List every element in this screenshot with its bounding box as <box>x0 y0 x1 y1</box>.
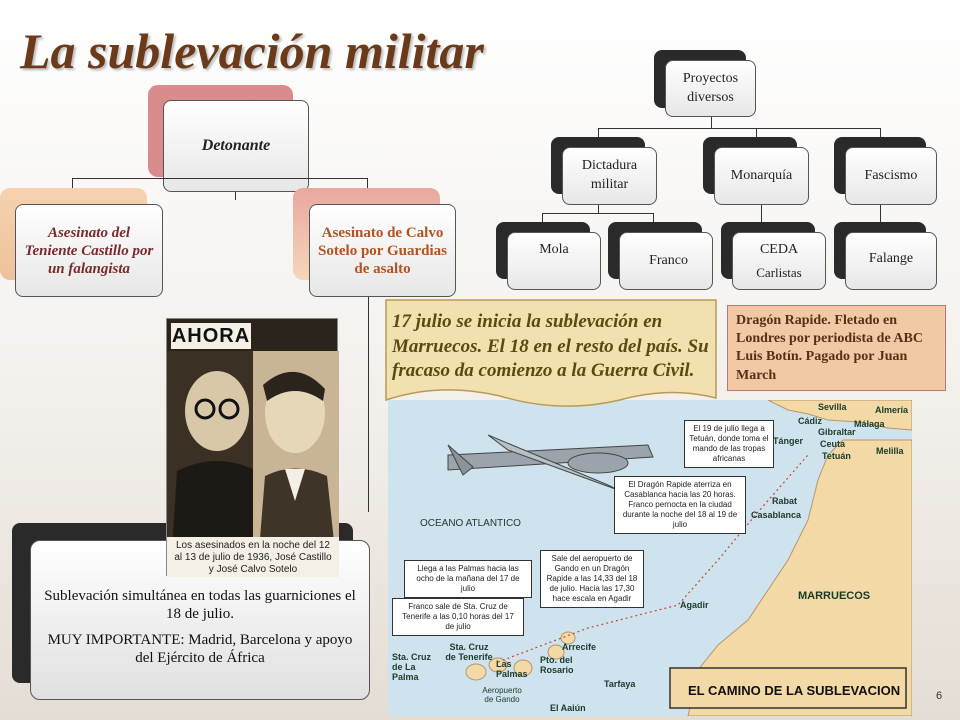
detonante-label: Detonante <box>201 137 271 154</box>
connector <box>367 178 368 188</box>
city-label: Melilla <box>876 446 904 456</box>
island <box>560 631 576 645</box>
island <box>488 657 508 673</box>
historic-photo: AHORA Los asesinados en la noche del 12 … <box>166 318 339 577</box>
map-note: El Dragón Rapide aterriza en Casablanca … <box>614 476 746 534</box>
city-label: Sevilla <box>818 402 847 412</box>
connector <box>880 205 881 223</box>
magazine-logo: AHORA <box>171 323 251 349</box>
africa-land <box>687 439 912 716</box>
connector <box>542 213 543 223</box>
city-label: Agadir <box>680 600 709 610</box>
plan-line-1: Sublevación simultánea en todas las guar… <box>44 588 356 622</box>
map-note: Sale del aeropuerto de Gando en un Dragó… <box>540 550 644 608</box>
city-label: Ceuta <box>820 439 846 449</box>
city-label: Almería <box>875 405 909 415</box>
monarquia-label: Monarquía <box>730 167 793 183</box>
dragon-rapide-note: Dragón Rapide. Fletado en Londres por pe… <box>727 305 946 391</box>
city-label: Tarfaya <box>604 679 636 689</box>
franco-node: Franco <box>619 232 713 290</box>
falange-node: Falange <box>845 232 937 290</box>
city-label: Rabat <box>772 496 798 506</box>
connector <box>542 213 654 214</box>
city-label: Sta. Cruz de La Palma <box>392 652 432 682</box>
city-label: Tetuán <box>822 451 851 461</box>
city-label: Arrecife <box>562 642 597 652</box>
calvo-sotelo-node: Asesinato de Calvo Sotelo por Guardias d… <box>309 204 456 297</box>
ceda-label: CEDA <box>759 241 799 257</box>
fascismo-node: Fascismo <box>845 147 937 205</box>
ceda-node: CEDA Carlistas <box>732 232 826 290</box>
city-label: Cádiz <box>798 416 823 426</box>
map-note: Llega a las Palmas hacia las ocho de la … <box>404 560 532 598</box>
page-number: 6 <box>936 690 943 702</box>
franco-label: Franco <box>649 253 688 269</box>
falange-label: Falange <box>868 251 914 267</box>
monarquia-node: Monarquía <box>714 147 809 205</box>
plan-line-2: MUY IMPORTANTE: Madrid, Barcelona y apoy… <box>47 632 353 666</box>
map-drawing <box>447 400 912 716</box>
city-label: Aeropuerto de Gando <box>482 686 522 704</box>
city-label: Gibraltar <box>818 427 856 437</box>
plane-illustration <box>447 434 654 491</box>
map-title-frame <box>669 667 907 709</box>
region-label: MARRUECOS <box>798 590 871 602</box>
banner-text: 17 julio se inicia la sublevación en Mar… <box>392 311 709 382</box>
connector <box>598 128 881 129</box>
fascismo-label: Fascismo <box>864 167 918 183</box>
city-label: Casablanca <box>751 510 802 520</box>
route-map: EL CAMINO DE LA SUBLEVACION OCEANO ATLAN… <box>388 400 912 716</box>
connector <box>756 128 757 138</box>
photo-caption: Los asesinados en la noche del 12 al 13 … <box>167 537 339 577</box>
connector <box>598 205 599 213</box>
flight-route <box>497 454 809 663</box>
map-note: Franco sale de Sta. Cruz de Tenerife a l… <box>392 598 524 636</box>
portraits <box>167 351 339 551</box>
map-title: EL CAMINO DE LA SUBLEVACION <box>688 683 901 698</box>
iberia-land <box>767 400 912 431</box>
map-note: El 19 de julio llega a Tetuán, donde tom… <box>684 420 774 468</box>
banner-scroll: 17 julio se inicia la sublevación en Mar… <box>380 296 722 414</box>
city-label: Pto. del Rosario <box>540 655 574 675</box>
connector <box>711 117 712 129</box>
island <box>513 659 533 677</box>
calvo-sotelo-label: Asesinato de Calvo Sotelo por Guardias d… <box>318 224 447 277</box>
connector <box>653 213 654 223</box>
dictadura-label: Dictadura militar <box>581 158 638 192</box>
city-label: Tánger <box>773 436 804 446</box>
city-label: Málaga <box>854 419 885 429</box>
castillo-label: Asesinato del Teniente Castillo por un f… <box>24 224 154 277</box>
island <box>547 644 565 660</box>
mola-label: Mola <box>539 242 569 257</box>
connector <box>368 297 369 512</box>
city-label: Las Palmas <box>496 659 528 679</box>
city-label: Sta. Cruz de Tenerife <box>445 642 493 662</box>
slide-title: La sublevación militar <box>20 23 484 79</box>
connector <box>235 192 236 200</box>
connector <box>598 128 599 138</box>
dictadura-node: Dictadura militar <box>562 147 657 205</box>
mola-node: Mola <box>507 232 601 290</box>
castillo-node: Asesinato del Teniente Castillo por un f… <box>15 204 163 297</box>
ocean-label: OCEANO ATLANTICO <box>420 518 521 529</box>
proyectos-node: Proyectos diversos <box>665 60 756 117</box>
city-label: El Aaiún <box>550 703 586 713</box>
connector <box>72 178 73 188</box>
connector <box>761 205 762 223</box>
island <box>465 663 487 681</box>
carlistas-label: Carlistas <box>756 264 802 280</box>
proyectos-label: Proyectos diversos <box>682 70 739 105</box>
connector <box>880 128 881 138</box>
detonante-node: Detonante <box>163 100 309 192</box>
scroll-shape <box>385 299 717 407</box>
connector <box>72 178 368 179</box>
